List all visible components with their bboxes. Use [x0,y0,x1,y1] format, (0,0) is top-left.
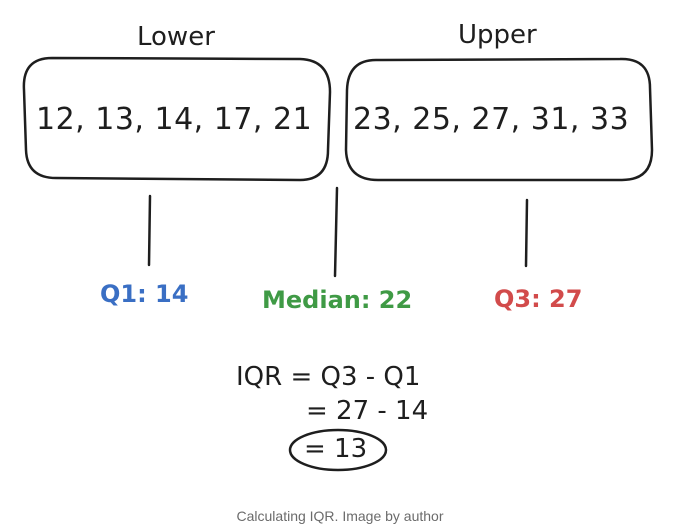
median-line [333,186,339,278]
upper-values: 23, 25, 27, 31, 33 [353,102,630,137]
upper-box [344,57,654,182]
result-circle [288,428,388,472]
lower-values: 12, 13, 14, 17, 21 [36,102,313,137]
lower-label: Lower [137,22,215,52]
median-label: Median: 22 [262,286,413,314]
lower-box [22,56,332,182]
upper-label: Upper [458,20,537,50]
equation-result: = 13 [304,434,368,464]
q1-label: Q1: 14 [100,280,189,308]
equation-line-2: = 27 - 14 [306,396,429,426]
q3-label: Q3: 27 [494,285,583,313]
q1-line [147,194,152,267]
figure-caption: Calculating IQR. Image by author [236,508,444,524]
equation-line-1: IQR = Q3 - Q1 [236,362,421,392]
q3-line [524,198,529,268]
